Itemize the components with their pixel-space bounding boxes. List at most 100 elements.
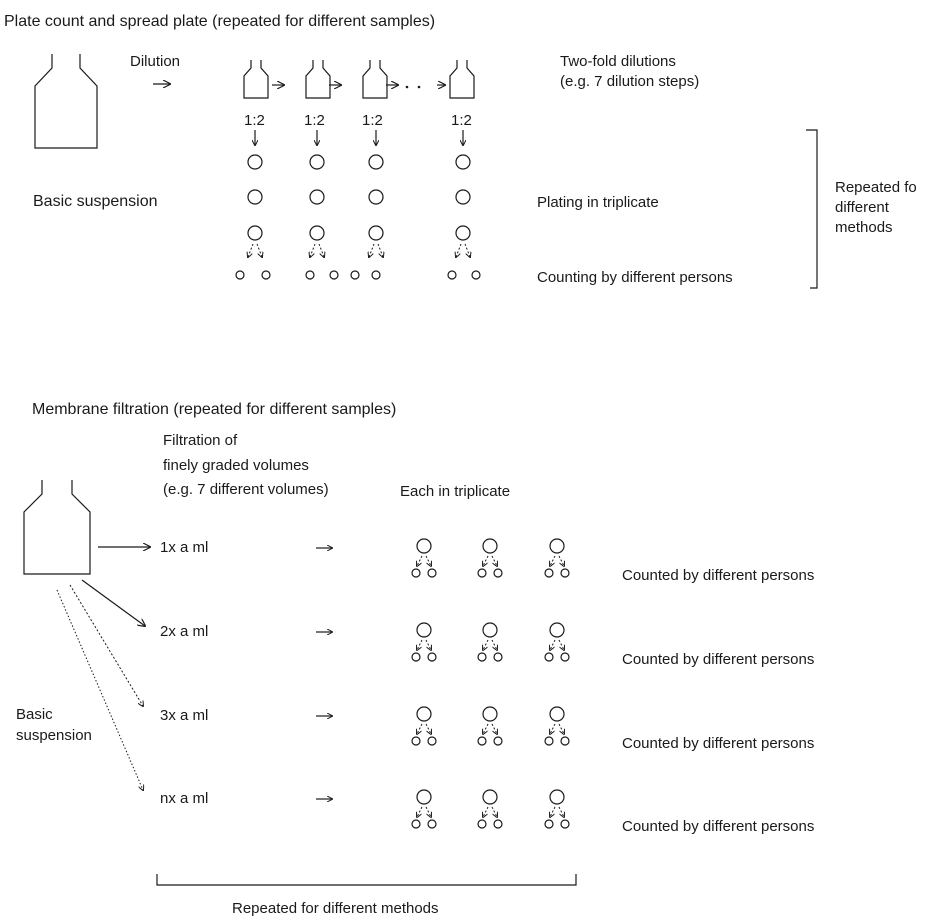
volume-label-1: 1x a ml xyxy=(160,539,208,556)
row-3-col-2-split-right xyxy=(491,723,497,734)
counted-label-3: Counted by different persons xyxy=(622,735,814,752)
row-1-col-2-split-right xyxy=(491,555,497,566)
plate-1-a xyxy=(247,154,263,170)
ratio-3: 1:2 xyxy=(362,112,383,129)
volume-arrow-n xyxy=(56,589,143,790)
counted-label-4: Counted by different persons xyxy=(622,818,814,835)
row-4-col-2-plate xyxy=(482,789,498,805)
top-split-2-left xyxy=(310,243,316,257)
plate-2-a xyxy=(309,154,325,170)
ratio-4: 1:2 xyxy=(451,112,472,129)
top-count-plate-4 xyxy=(329,270,339,280)
row-1-col-2-count-plate-b xyxy=(493,568,503,578)
triplicate-label: Each in triplicate xyxy=(400,483,510,500)
row-4-col-1-split-right xyxy=(425,806,431,817)
volume-arrow-2 xyxy=(81,579,145,626)
row-3-col-3-count-plate-b xyxy=(560,736,570,746)
row-2-col-2-plate xyxy=(482,622,498,638)
filtration-bottle xyxy=(23,480,91,575)
volume-label-2: 2x a ml xyxy=(160,623,208,640)
repeated-line1: Repeated fo xyxy=(835,179,917,196)
row-1-col-2-split-left xyxy=(483,555,489,566)
two-fold-line2: (e.g. 7 dilution steps) xyxy=(560,73,699,90)
row-4-col-1-plate xyxy=(416,789,432,805)
row-1-col-3-count-plate-b xyxy=(560,568,570,578)
row-1-col-1-plate xyxy=(416,538,432,554)
top-title: Plate count and spread plate (repeated f… xyxy=(4,13,435,30)
top-split-4-right xyxy=(464,243,470,257)
row-4-col-3-split-left xyxy=(550,806,556,817)
top-split-4-left xyxy=(456,243,462,257)
row-2-col-1-plate xyxy=(416,622,432,638)
row-2-col-3-plate xyxy=(549,622,565,638)
ellipsis-dot-1 xyxy=(405,85,409,89)
row-2-col-3-split-left xyxy=(550,639,556,650)
counted-label-2: Counted by different persons xyxy=(622,651,814,668)
row-1-col-3-split-right xyxy=(558,555,564,566)
row-4-col-2-count-plate-b xyxy=(493,819,503,829)
row-2-col-3-split-right xyxy=(558,639,564,650)
filtration-line1: Filtration of xyxy=(163,432,238,449)
top-split-2-right xyxy=(318,243,324,257)
plate-3-c xyxy=(368,225,384,241)
row-3-col-1-split-right xyxy=(425,723,431,734)
volume-label-4: nx a ml xyxy=(160,790,208,807)
top-count-plate-6 xyxy=(371,270,381,280)
plate-1-b xyxy=(247,189,263,205)
dilution-label: Dilution xyxy=(130,53,180,70)
top-count-plate-1 xyxy=(235,270,245,280)
filtration-line2: finely graded volumes xyxy=(163,457,309,474)
top-count-plate-7 xyxy=(447,270,457,280)
row-3-col-3-split-left xyxy=(550,723,556,734)
row-4-col-3-plate xyxy=(549,789,565,805)
row-2-col-2-count-plate-b xyxy=(493,652,503,662)
methods-bracket xyxy=(806,129,818,289)
row-3-col-1-count-plate-a xyxy=(411,736,421,746)
row-1-col-3-count-plate-a xyxy=(544,568,554,578)
top-split-3-right xyxy=(377,243,383,257)
row-4-col-1-count-plate-a xyxy=(411,819,421,829)
repeated-methods-label: Repeated for different methods xyxy=(232,900,439,917)
row-1-col-1-count-plate-b xyxy=(427,568,437,578)
row-1-col-2-plate xyxy=(482,538,498,554)
top-split-3-left xyxy=(369,243,375,257)
row-4-col-2-split-left xyxy=(483,806,489,817)
row-1-col-3-plate xyxy=(549,538,565,554)
row-2-col-2-count-plate-a xyxy=(477,652,487,662)
row-2-col-1-count-plate-a xyxy=(411,652,421,662)
row-3-col-1-plate xyxy=(416,706,432,722)
row-2-col-2-split-right xyxy=(491,639,497,650)
row-3-col-3-plate xyxy=(549,706,565,722)
row-3-col-2-count-plate-a xyxy=(477,736,487,746)
top-count-plate-2 xyxy=(261,270,271,280)
row-4-col-2-count-plate-a xyxy=(477,819,487,829)
plate-4-b xyxy=(455,189,471,205)
plate-2-b xyxy=(309,189,325,205)
plate-3-b xyxy=(368,189,384,205)
row-1-col-1-split-right xyxy=(425,555,431,566)
row-4-col-3-split-right xyxy=(558,806,564,817)
row-4-col-2-split-right xyxy=(491,806,497,817)
row-3-col-1-count-plate-b xyxy=(427,736,437,746)
bottom-title: Membrane filtration (repeated for differ… xyxy=(32,401,396,418)
row-2-col-1-count-plate-b xyxy=(427,652,437,662)
ratio-1: 1:2 xyxy=(244,112,265,129)
row-2-col-3-count-plate-b xyxy=(560,652,570,662)
basic-line1: Basic xyxy=(16,706,53,723)
row-3-col-2-count-plate-b xyxy=(493,736,503,746)
ratio-2: 1:2 xyxy=(304,112,325,129)
row-3-col-2-split-left xyxy=(483,723,489,734)
repeated-line3: methods xyxy=(835,219,893,236)
plate-3-a xyxy=(368,154,384,170)
counting-label: Counting by different persons xyxy=(537,269,733,286)
top-count-plate-8 xyxy=(471,270,481,280)
basic-line2: suspension xyxy=(16,727,92,744)
row-1-col-1-split-left xyxy=(417,555,423,566)
ellipsis-dot-2 xyxy=(417,85,421,89)
dilution-tube-2 xyxy=(305,60,331,99)
two-fold-line1: Two-fold dilutions xyxy=(560,53,676,70)
row-2-col-2-split-left xyxy=(483,639,489,650)
plate-4-a xyxy=(455,154,471,170)
row-2-col-1-split-right xyxy=(425,639,431,650)
